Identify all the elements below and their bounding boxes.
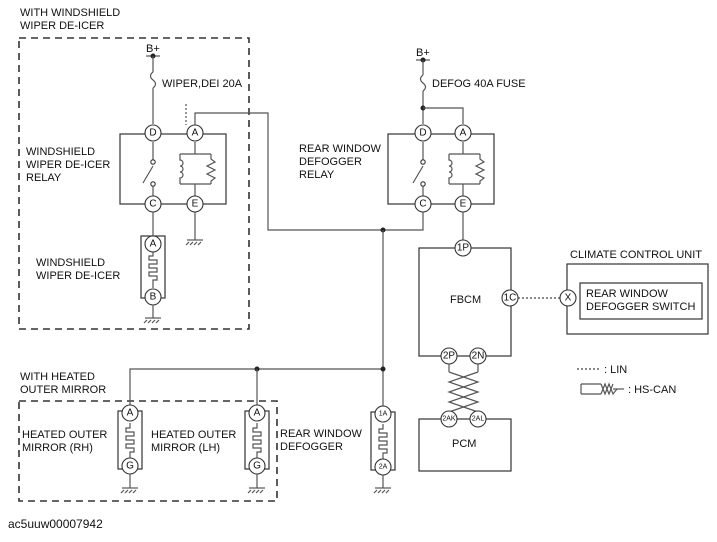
wiper-dei-fuse-icon — [149, 71, 157, 89]
ground-icon — [373, 487, 391, 494]
ground-icon — [185, 239, 203, 246]
svg-text:D: D — [149, 128, 156, 139]
wiper-relay-pin-d — [144, 124, 162, 142]
defog-relay-pin-d — [414, 124, 432, 142]
windshield-deicer-group — [18, 37, 250, 330]
svg-text:1A: 1A — [379, 411, 388, 418]
svg-text:D: D — [419, 128, 426, 139]
svg-text:E: E — [460, 199, 467, 210]
svg-text:C: C — [149, 199, 156, 210]
rear-window-defogger-relay-box — [387, 133, 495, 205]
defog-relay-switch-icon — [412, 165, 424, 184]
pcm-pin-2al — [469, 410, 487, 428]
svg-text:B+: B+ — [146, 43, 160, 55]
hs-can-twisted-pair — [447, 364, 480, 418]
rear-defogger-pin-1a — [374, 405, 392, 423]
wiper-relay-resistor-icon — [205, 154, 217, 184]
svg-text:B: B — [150, 292, 157, 303]
svg-text:2P: 2P — [443, 351, 456, 362]
wiper-dei-fuse-label: WIPER,DEI 20A — [162, 78, 243, 90]
mirror-lh-heater-icon — [252, 423, 262, 458]
heated-mirror-group — [18, 400, 278, 502]
wiper-deicer-pin-a — [144, 235, 162, 253]
wiper-relay-switch-icon — [142, 165, 154, 184]
svg-text:B+: B+ — [416, 47, 430, 59]
ccu-title: CLIMATE CONTROL UNIT — [570, 249, 702, 261]
mirror-rh-pin-a — [121, 404, 139, 422]
pcm-box — [418, 418, 512, 472]
defog-relay-pin-a — [454, 124, 472, 142]
svg-text:A: A — [150, 239, 157, 250]
svg-text:X: X — [565, 293, 572, 304]
legend-hscan-label: : HS-CAN — [628, 384, 676, 396]
wiper-deicer-relay-box — [119, 133, 227, 205]
svg-text:2A: 2A — [379, 464, 388, 471]
svg-text:A: A — [192, 128, 199, 139]
defog-fuse-icon — [419, 74, 427, 92]
defog-fuse-label: DEFOG 40A FUSE — [432, 78, 526, 90]
image-code: ac5uuw00007942 — [8, 517, 103, 531]
mirror-rh-heater-icon — [125, 423, 135, 458]
pcm-label: PCM — [452, 438, 476, 450]
svg-text:G: G — [253, 461, 261, 472]
ground-icon — [143, 317, 161, 324]
defog-relay-coil-icon — [448, 154, 453, 184]
fbcm-box — [418, 247, 512, 357]
fbcm-label: FBCM — [450, 294, 481, 306]
mirror-lh-pin-a — [248, 404, 266, 422]
svg-text:A: A — [127, 408, 134, 419]
svg-text:2AK: 2AK — [442, 416, 456, 423]
svg-text:2AL: 2AL — [472, 416, 485, 423]
legend-lin-label: : LIN — [604, 364, 627, 376]
rear-defogger-heater-icon — [378, 424, 388, 459]
svg-text:1P: 1P — [457, 243, 470, 254]
svg-text:A: A — [254, 408, 261, 419]
svg-text:C: C — [419, 199, 426, 210]
legend-hscan-icon — [580, 382, 624, 396]
fbcm-pin-1p — [454, 239, 472, 257]
svg-text:1C: 1C — [504, 293, 517, 304]
wiper-deicer-heater-icon — [148, 252, 158, 288]
svg-text:A: A — [460, 128, 467, 139]
pcm-pin-2ak — [440, 410, 458, 428]
svg-text:G: G — [126, 461, 134, 472]
ccu-pin-x — [559, 289, 577, 307]
wiper-relay-coil-icon — [179, 154, 184, 184]
ground-icon — [247, 487, 265, 494]
svg-text:2N: 2N — [472, 351, 485, 362]
rear-defogger-switch-box — [579, 282, 703, 320]
defog-relay-resistor-icon — [474, 154, 486, 184]
ground-icon — [120, 487, 138, 494]
svg-text:E: E — [192, 199, 199, 210]
